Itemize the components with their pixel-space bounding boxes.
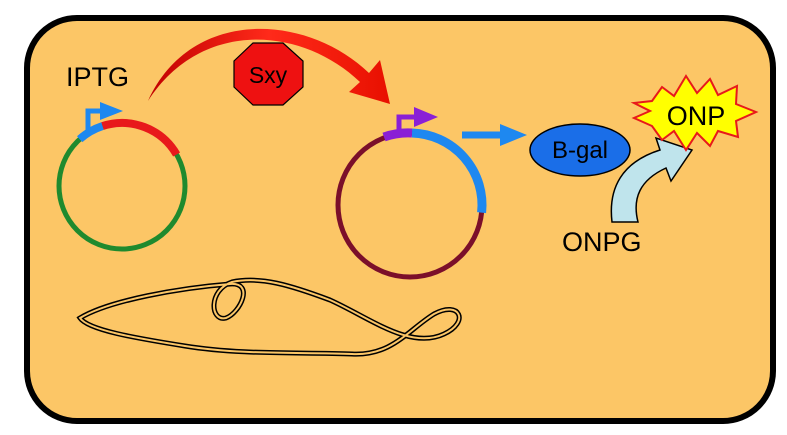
iptg-label: IPTG <box>66 62 129 92</box>
red-gene-segment <box>101 118 181 157</box>
cell-body <box>24 15 776 424</box>
b-gal-label: B-gal <box>552 137 608 164</box>
sxy-induction-arrow <box>148 28 390 105</box>
expression-arrow <box>462 124 527 146</box>
b-gal-enzyme: B-gal <box>529 123 631 177</box>
sxy-label: Sxy <box>249 62 288 88</box>
onp-product: ONP <box>630 74 759 152</box>
onp-label: ONP <box>667 101 726 131</box>
sxy-octagon-icon: Sxy <box>233 42 304 106</box>
bent-arrow-icon <box>85 102 123 133</box>
plasmid-2 <box>335 107 487 280</box>
onpg-label: ONPG <box>562 227 642 257</box>
starburst-icon <box>630 74 759 152</box>
blue-reporter-gene-segment <box>411 128 487 214</box>
plasmid-1 <box>56 102 188 252</box>
onpg-conversion-arrow <box>610 136 694 223</box>
tangled-dna-icon <box>76 277 462 357</box>
bent-arrow-icon <box>396 107 438 134</box>
